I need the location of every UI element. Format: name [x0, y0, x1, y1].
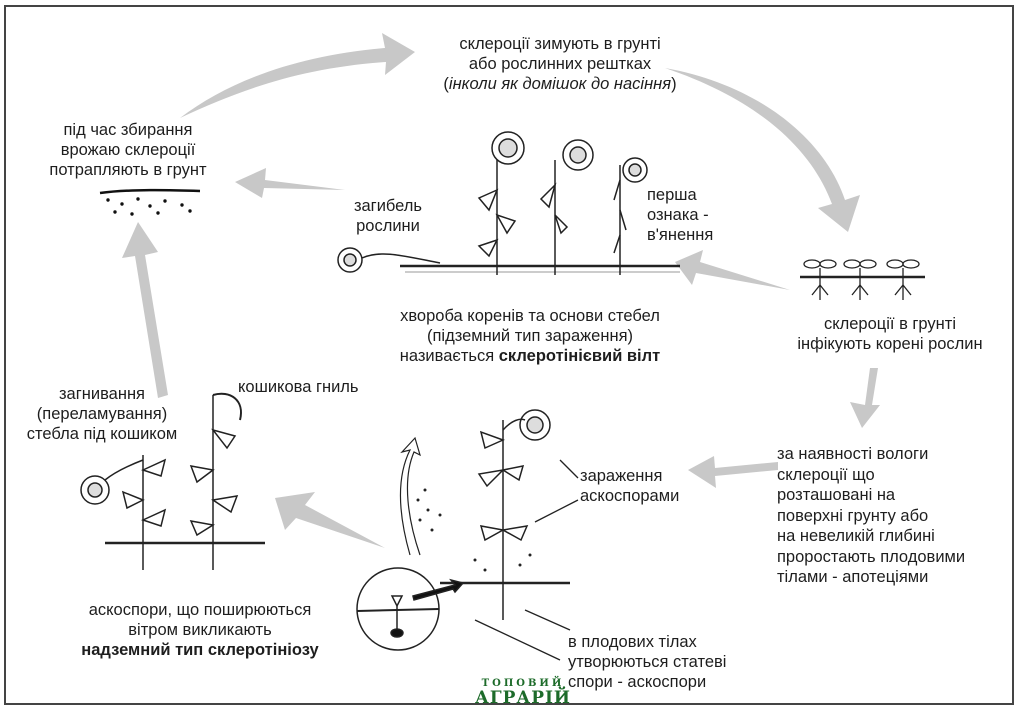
label-wind-ascospores: аскоспори, що поширюються вітром виклика…: [40, 600, 360, 660]
moisture-line: поверхні грунту або: [777, 506, 929, 525]
label-harvest: під час збирання врожаю склероції потрап…: [38, 120, 218, 180]
wind-spores-line2: вітром викликають: [128, 621, 272, 639]
first-sign-line2: ознака -: [647, 206, 709, 224]
label-ascospore-infection: зараження аскоспорами: [580, 466, 679, 506]
arrow-harvest-to-overwinter: [180, 33, 415, 118]
paren-close: ): [671, 75, 677, 93]
arrow-soil-to-moisture: [850, 368, 880, 428]
wind-arrow-icon: [399, 436, 421, 556]
label-stem-rot: загнивання (переламування) стебла під ко…: [2, 384, 202, 444]
sclerotinia-wilt-term: склеротінієвий вілт: [498, 347, 661, 365]
moisture-line: на невеликій глибині: [777, 527, 935, 545]
brand-logo: ТОПОВИЙ АГРАРІЙ: [468, 678, 578, 707]
moisture-line: проростають плодовими: [777, 547, 966, 566]
logo-top-text: ТОПОВИЙ: [481, 678, 565, 689]
harvest-line3: потрапляють в грунт: [49, 161, 207, 179]
arrow-moisture-to-ascospore: [688, 456, 778, 488]
first-sign-line3: в'янення: [647, 226, 714, 244]
apothecium-magnifier-illustration: [356, 567, 465, 651]
root-disease-called: називається: [399, 347, 499, 365]
stem-rot-line2: (переламування): [36, 405, 168, 423]
label-fruiting-bodies: в плодових тілах утворюються статеві спо…: [568, 632, 726, 692]
moisture-line: склероції що: [777, 465, 875, 484]
stem-rot-sunflowers-illustration: [80, 392, 265, 570]
plant-death-line2: рослини: [356, 217, 420, 235]
stem-rot-line1: загнивання: [58, 385, 145, 403]
wilting-sunflowers-illustration: [337, 131, 680, 275]
root-disease-line1: хвороба коренів та основи стебел: [400, 307, 660, 325]
harvest-line2: врожаю склероції: [60, 141, 196, 159]
stem-rot-line3: стебла під кошиком: [26, 425, 178, 443]
cycle-arrows: [122, 33, 880, 548]
overwinter-line2: або рослинних рештках: [468, 55, 652, 73]
label-soil-infect-roots: склероції в грунті інфікують корені росл…: [770, 314, 1010, 354]
ascospore-infection-line1: зараження: [580, 467, 663, 485]
root-disease-line3: називається склеротінієвий вілт: [340, 346, 720, 366]
logo-bottom-text: АГРАРІЙ: [474, 688, 571, 708]
label-plant-death: загибель рослини: [348, 196, 428, 236]
fruiting-bodies-line2: утворюються статеві: [568, 653, 727, 671]
root-disease-line2: (підземний тип зараження): [426, 327, 633, 345]
harvest-soil-icon: [99, 188, 201, 216]
seedlings-illustration: [800, 259, 925, 300]
soil-infect-line1: склероції в грунті: [823, 315, 957, 333]
moisture-line: за наявності вологи: [777, 445, 929, 463]
label-sclerotia-overwinter: склероції зимують в грунті або рослинних…: [400, 34, 720, 94]
paren-open: (: [443, 75, 449, 93]
arrow-ascospore-to-stemrot: [275, 492, 385, 548]
first-sign-line1: перша: [647, 186, 697, 204]
ascospore-sunflower-illustration: [399, 409, 579, 661]
soil-infect-line2: інфікують корені рослин: [797, 335, 983, 353]
harvest-line1: під час збирання: [63, 121, 193, 139]
ascospore-infection-line2: аскоспорами: [580, 487, 680, 505]
aboveground-type-term: надземний тип склеротініозу: [81, 641, 319, 659]
overwinter-line3: (інколи як домішок до насіння): [400, 74, 720, 94]
overwinter-seed-note: інколи як домішок до насіння: [448, 75, 672, 93]
fruiting-bodies-line1: в плодових тілах: [568, 633, 697, 651]
arrow-overwinter-to-soil-infect: [665, 68, 860, 232]
plant-death-line1: загибель: [353, 197, 423, 215]
moisture-line: тілами - апотеціями: [777, 568, 929, 586]
label-root-disease: хвороба коренів та основи стебел (підзем…: [340, 306, 720, 366]
label-head-rot: кошикова гниль: [238, 378, 359, 396]
arrow-soil-to-wilt: [675, 250, 790, 290]
moisture-line: розташовані на: [777, 486, 896, 504]
arrow-wilt-to-harvest: [235, 168, 345, 198]
overwinter-line1: склероції зимують в грунті: [459, 35, 661, 53]
fruiting-bodies-line3: спори - аскоспори: [568, 673, 707, 691]
label-moisture-apothecia: за наявності вологи склероції що розташо…: [777, 444, 965, 588]
diagram-frame: [4, 5, 1014, 705]
label-first-sign-wilting: перша ознака - в'янення: [647, 185, 713, 245]
wind-spores-line1: аскоспори, що поширюються: [88, 601, 312, 619]
arrow-stemrot-to-harvest: [122, 222, 168, 398]
